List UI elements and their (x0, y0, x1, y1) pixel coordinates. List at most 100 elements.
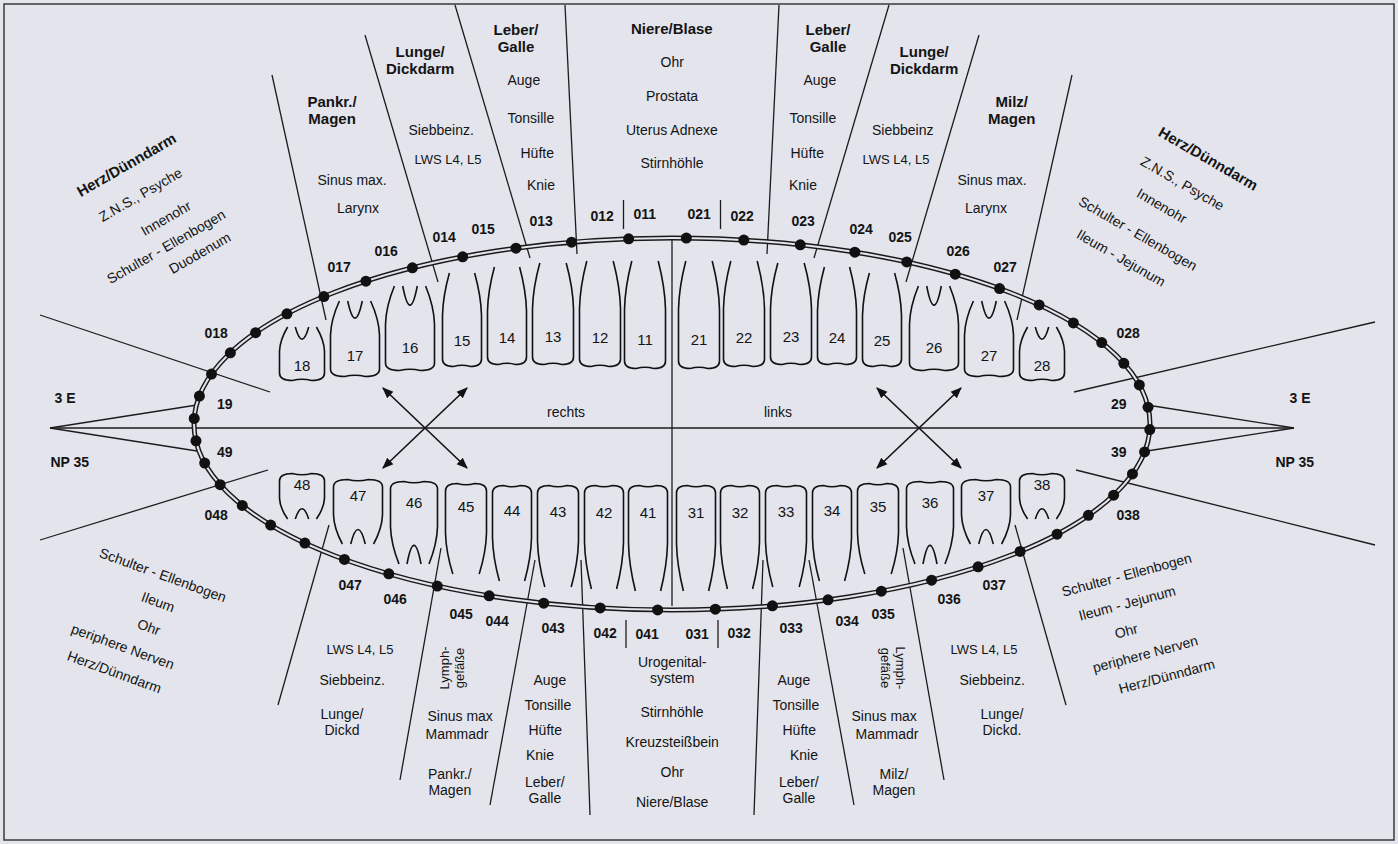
tooth-number: 36 (922, 495, 939, 512)
tooth-outline (531, 262, 575, 366)
tooth-contour (771, 263, 812, 365)
tooth-contour (766, 486, 807, 588)
organ-label: Mammadr (856, 726, 919, 742)
acupuncture-point (652, 604, 663, 615)
tooth-contour (677, 486, 716, 592)
organ-label: Uterus Adnexe (626, 122, 718, 138)
tooth: 44 (491, 484, 533, 582)
tooth-number: 43 (550, 504, 567, 521)
organ-label: Mammadr (426, 726, 489, 742)
organ-label: LWS L4, L5 (951, 643, 1018, 658)
acupuncture-point (237, 500, 248, 511)
tooth-number: 46 (406, 495, 423, 512)
acupuncture-point (1144, 424, 1155, 435)
organ-label: Larynx (965, 200, 1007, 216)
organ-label: Siebbeinz. (409, 122, 474, 138)
side-label: 39 (1111, 444, 1127, 460)
tooth-number: 12 (592, 330, 609, 347)
organ-label: Tonsille (508, 110, 555, 126)
tooth-shape (813, 486, 852, 582)
tooth-contour (818, 267, 857, 365)
acupuncture-point (681, 233, 692, 244)
point-number: 017 (328, 259, 351, 275)
double-arrow (383, 388, 467, 468)
tooth-shape (858, 484, 899, 575)
acupuncture-point (407, 262, 418, 273)
organ-label: Pankr./ Magen (308, 93, 357, 128)
tooth: 22 (722, 260, 766, 368)
organ-label: Sinus max. (318, 172, 387, 188)
organ-label: Sinus max (852, 708, 917, 724)
wedge-line (1147, 405, 1294, 428)
organ-label: Niere/Blase (636, 794, 708, 810)
point-number: 021 (688, 206, 711, 222)
tooth-shape (334, 480, 383, 545)
tooth: 15 (441, 272, 483, 368)
tooth: 12 (578, 260, 622, 368)
organ-label: Tonsille (790, 110, 837, 126)
acupuncture-point (849, 247, 860, 258)
tooth-shape (446, 484, 487, 575)
organ-label: Hüfte (529, 722, 562, 738)
double-arrow (877, 388, 961, 468)
tooth: 38 (1018, 472, 1066, 520)
point-number: 014 (433, 229, 456, 245)
tooth-shape (1020, 474, 1065, 520)
acupuncture-point (1068, 317, 1079, 328)
cross-arrows (383, 388, 961, 468)
tooth-number: 38 (1034, 477, 1051, 494)
separator-line (754, 560, 763, 815)
tooth-shape (679, 261, 720, 369)
organ-label: Larynx (337, 200, 379, 216)
acupuncture-point (795, 239, 806, 250)
tooth: 13 (531, 262, 575, 366)
tooth: 47 (332, 478, 384, 545)
organ-label: Lunge/ Dickdarm (890, 43, 958, 78)
wedge-line (50, 405, 197, 428)
tooth-number: 27 (981, 348, 998, 365)
organ-label: Lunge/ Dickd (321, 706, 364, 738)
side-label: 3 E (1290, 390, 1311, 406)
point-number: 026 (947, 243, 970, 259)
tooth-outline (486, 266, 528, 366)
organ-label: Pankr./ Magen (428, 766, 472, 798)
acupuncture-point (1139, 446, 1150, 457)
organ-label: Auge (804, 72, 837, 88)
tooth-shape (625, 261, 666, 369)
tooth-outline (719, 484, 761, 590)
organ-label: LWS L4, L5 (327, 643, 394, 658)
tooth-shape (721, 486, 760, 590)
separator-line (581, 560, 590, 815)
side-label: NP 35 (1276, 454, 1315, 470)
tooth-number: 15 (454, 333, 471, 350)
organ-label: Siebbeinz (872, 122, 934, 138)
tooth-shape (1020, 327, 1065, 381)
acupuncture-point (1052, 529, 1063, 540)
acupuncture-point (250, 327, 261, 338)
tooth-shape (331, 301, 380, 377)
tooth-outline (578, 260, 622, 368)
tooth-shape (863, 273, 902, 367)
tooth-shape (677, 486, 716, 592)
acupuncture-point (299, 538, 310, 549)
tooth: 37 (960, 478, 1012, 545)
organ-label: Lymph- gefäße (437, 647, 467, 690)
organ-label: Knie (789, 177, 817, 193)
acupuncture-point (199, 458, 210, 469)
acupuncture-point (360, 276, 371, 287)
tooth-contour (962, 480, 1011, 545)
acupuncture-point (189, 413, 200, 424)
tooth-contour (331, 301, 380, 377)
tooth-shape (538, 486, 579, 588)
tooth: 11 (623, 260, 667, 370)
tooth-contour (334, 480, 383, 545)
tooth: 43 (536, 484, 580, 588)
acupuncture-point (510, 243, 521, 254)
side-line (40, 470, 268, 540)
organ-label: Milz/ Magen (873, 766, 916, 798)
acupuncture-point (484, 590, 495, 601)
tooth-shape (910, 286, 959, 371)
point-number: 027 (994, 259, 1017, 275)
acupuncture-point (457, 251, 468, 262)
tooth-shape (386, 286, 435, 371)
